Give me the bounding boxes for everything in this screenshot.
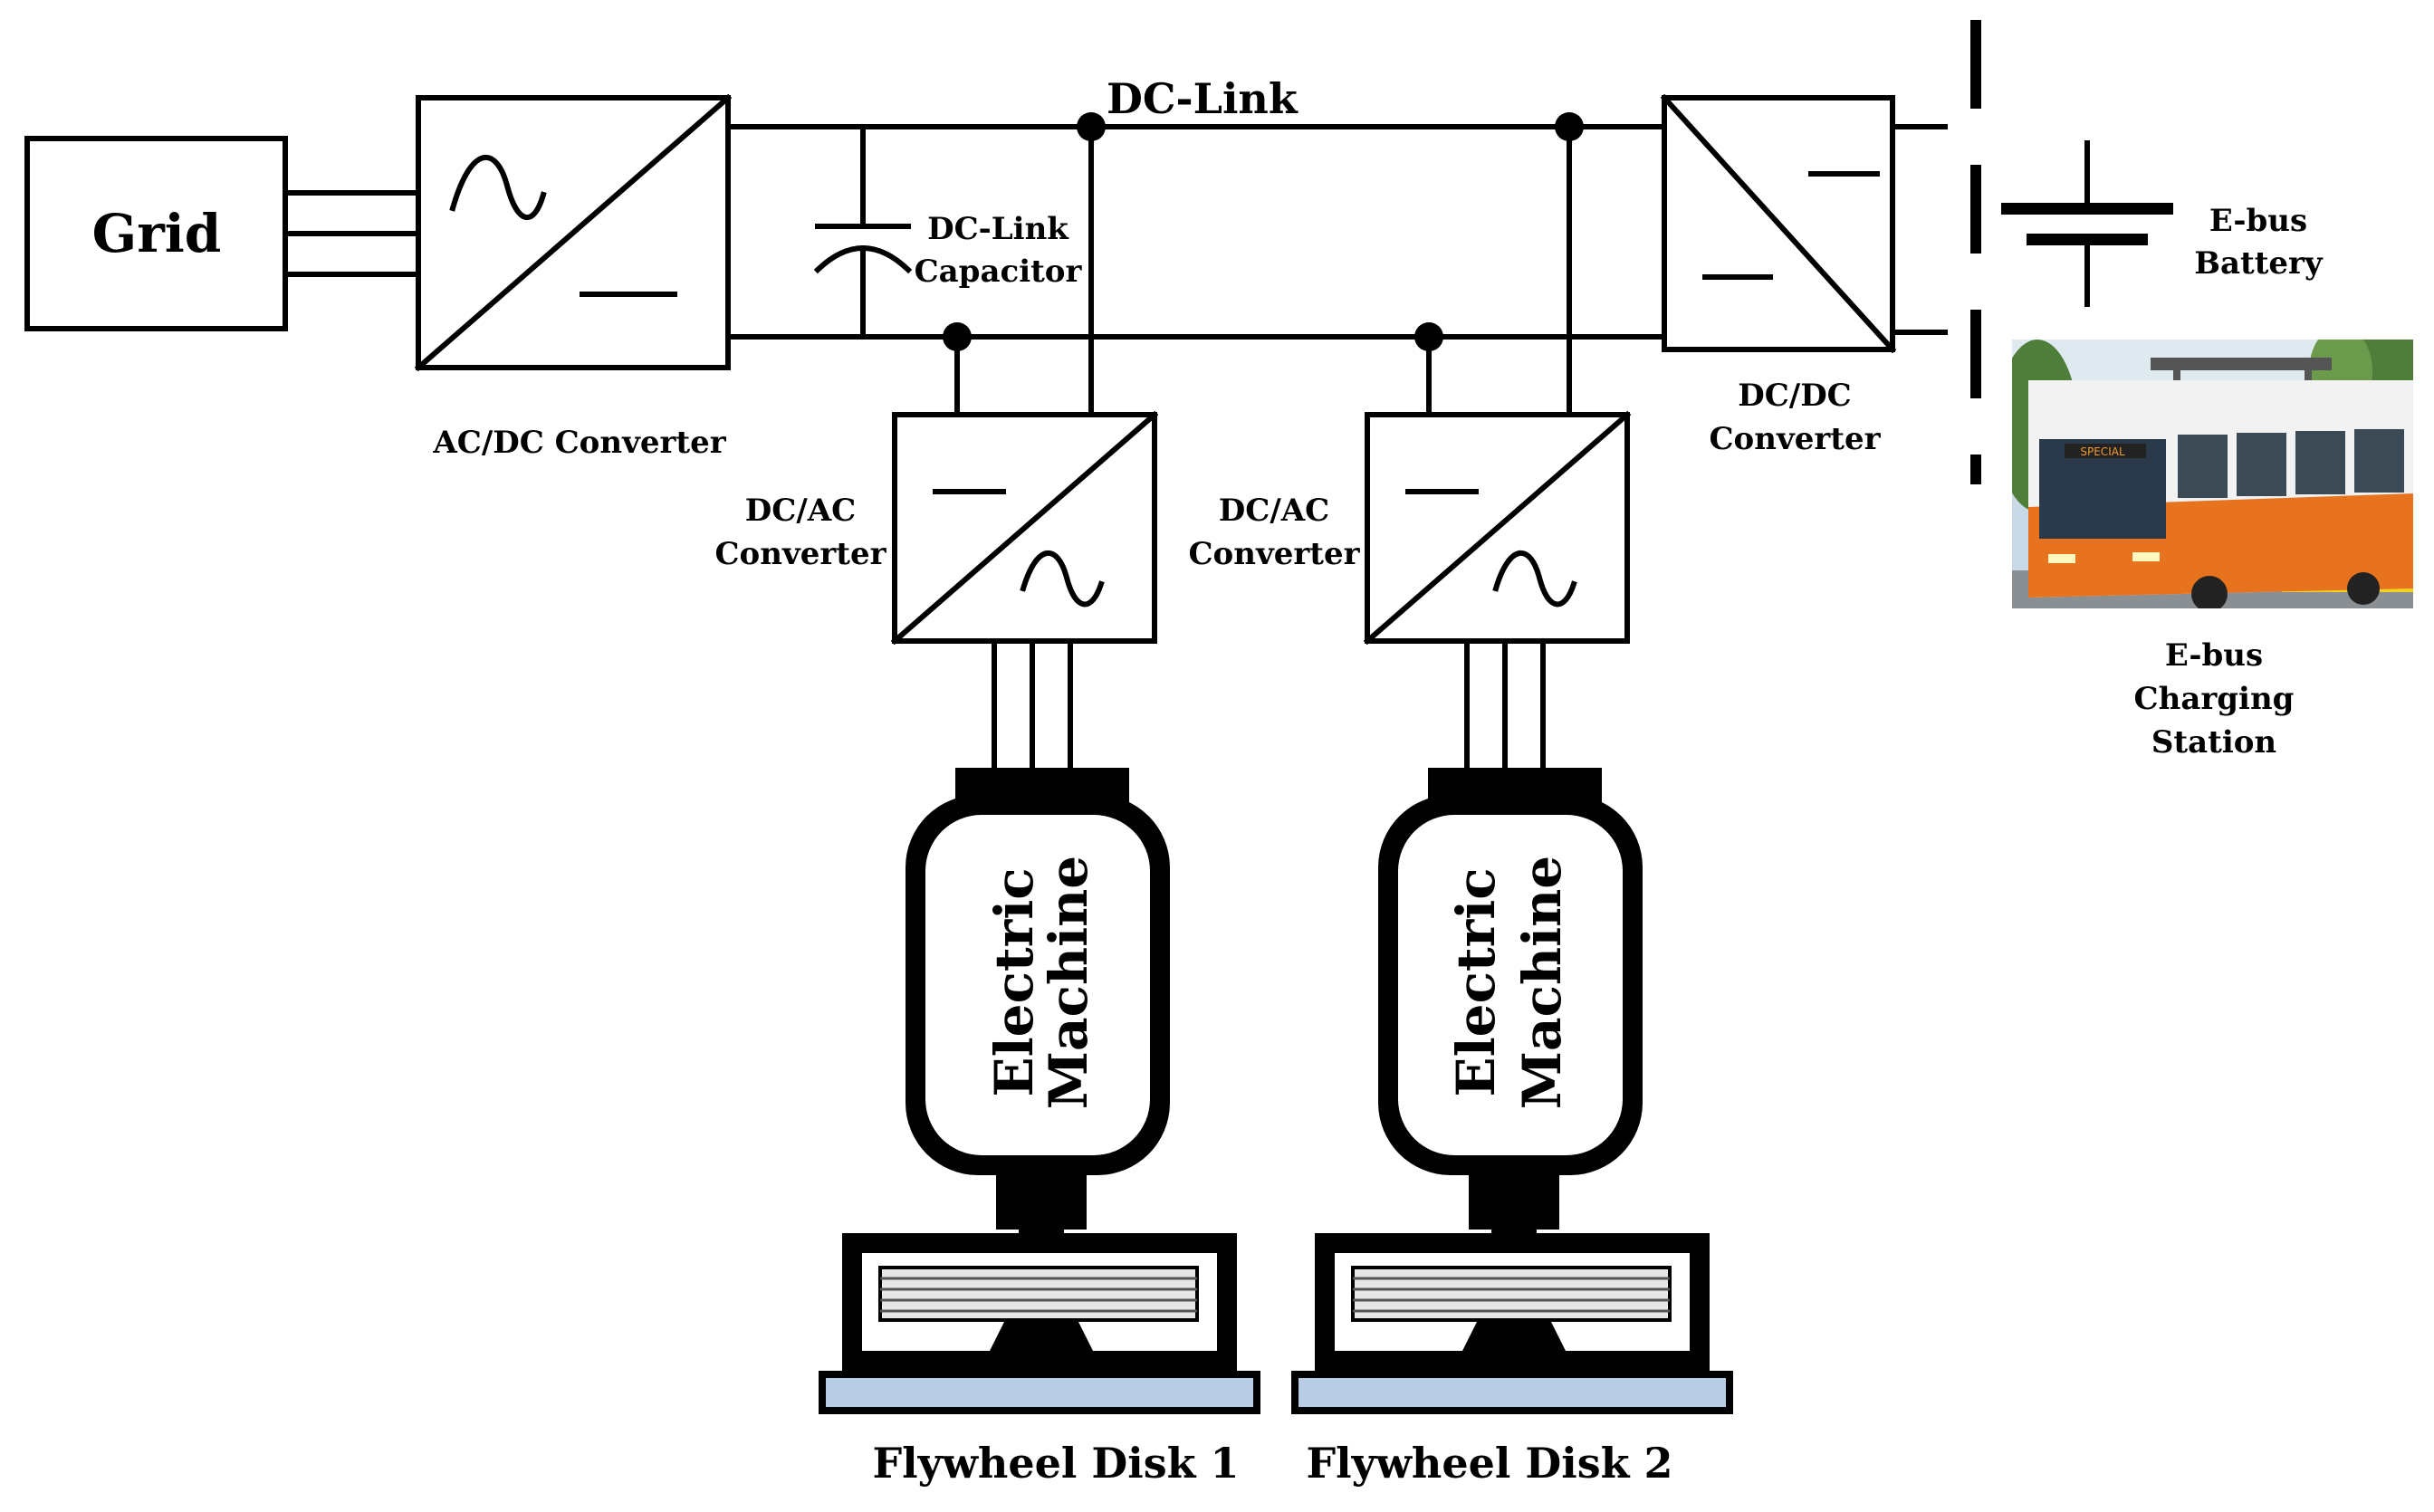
dc-link-capacitor bbox=[813, 124, 913, 340]
dc-link-capacitor-label-2: Capacitor bbox=[915, 254, 1083, 290]
dc-ac-converter-1-label-2: Converter bbox=[714, 536, 886, 572]
dc-dc-converter-label-2: Converter bbox=[1709, 421, 1881, 457]
flywheel-disk-1 bbox=[819, 1233, 1260, 1414]
grid-three-phase-lines bbox=[283, 190, 421, 277]
flywheel-2-base bbox=[1298, 1378, 1726, 1407]
dc-ac-converter-1 bbox=[890, 124, 1159, 646]
flywheel-disk-2 bbox=[1291, 1233, 1733, 1414]
ebus-station-label-3: Station bbox=[2151, 724, 2276, 761]
ebus-charging-photo: SPECIAL bbox=[2012, 340, 2413, 608]
machine-2-three-phase-lines bbox=[1464, 638, 1546, 770]
grid-block: Grid bbox=[24, 136, 288, 331]
machine-2-label-1: Electric bbox=[1445, 867, 1507, 1096]
electric-machine-1: Electric Machine bbox=[906, 768, 1170, 1245]
machine-1-label-2: Machine bbox=[1038, 856, 1099, 1109]
dc-ac-converter-2-label-1: DC/AC bbox=[1219, 493, 1329, 529]
dc-bus bbox=[725, 112, 1667, 351]
machine-1-three-phase-lines bbox=[992, 638, 1073, 770]
ac-sine-icon bbox=[449, 154, 547, 221]
dc-link-capacitor-label-1: DC-Link bbox=[927, 211, 1069, 247]
dc-ac-converter-2-label-2: Converter bbox=[1188, 536, 1360, 572]
machine-1-label-1: Electric bbox=[983, 867, 1045, 1096]
ac-sine-icon bbox=[1020, 550, 1105, 608]
ac-dc-converter bbox=[414, 93, 733, 372]
ebus-battery-label-1: E-bus bbox=[2209, 203, 2307, 239]
ac-sine-icon bbox=[1492, 550, 1577, 608]
ebus-station-label-2: Charging bbox=[2134, 681, 2295, 717]
dc-ac-converter-2 bbox=[1363, 124, 1632, 646]
flywheel-2-label: Flywheel Disk 2 bbox=[1306, 1439, 1672, 1488]
machine-2-label-2: Machine bbox=[1511, 856, 1573, 1109]
dc-dc-converter bbox=[1660, 93, 1948, 354]
grid-label: Grid bbox=[92, 203, 222, 264]
ebus-station-label-1: E-bus bbox=[2165, 637, 2263, 674]
ebus-battery-label-2: Battery bbox=[2194, 245, 2324, 282]
ebus-battery-symbol bbox=[2001, 140, 2173, 307]
bus-destination-display: SPECIAL bbox=[2080, 445, 2125, 458]
flywheel-1-base bbox=[826, 1378, 1253, 1407]
ac-dc-converter-label: AC/DC Converter bbox=[432, 425, 726, 461]
electric-machine-2: Electric Machine bbox=[1378, 768, 1643, 1245]
dc-link-label: DC-Link bbox=[1107, 74, 1298, 123]
dc-ac-converter-1-label-1: DC/AC bbox=[745, 493, 856, 529]
flywheel-1-label: Flywheel Disk 1 bbox=[872, 1439, 1239, 1488]
dc-dc-converter-label-1: DC/DC bbox=[1738, 378, 1852, 414]
